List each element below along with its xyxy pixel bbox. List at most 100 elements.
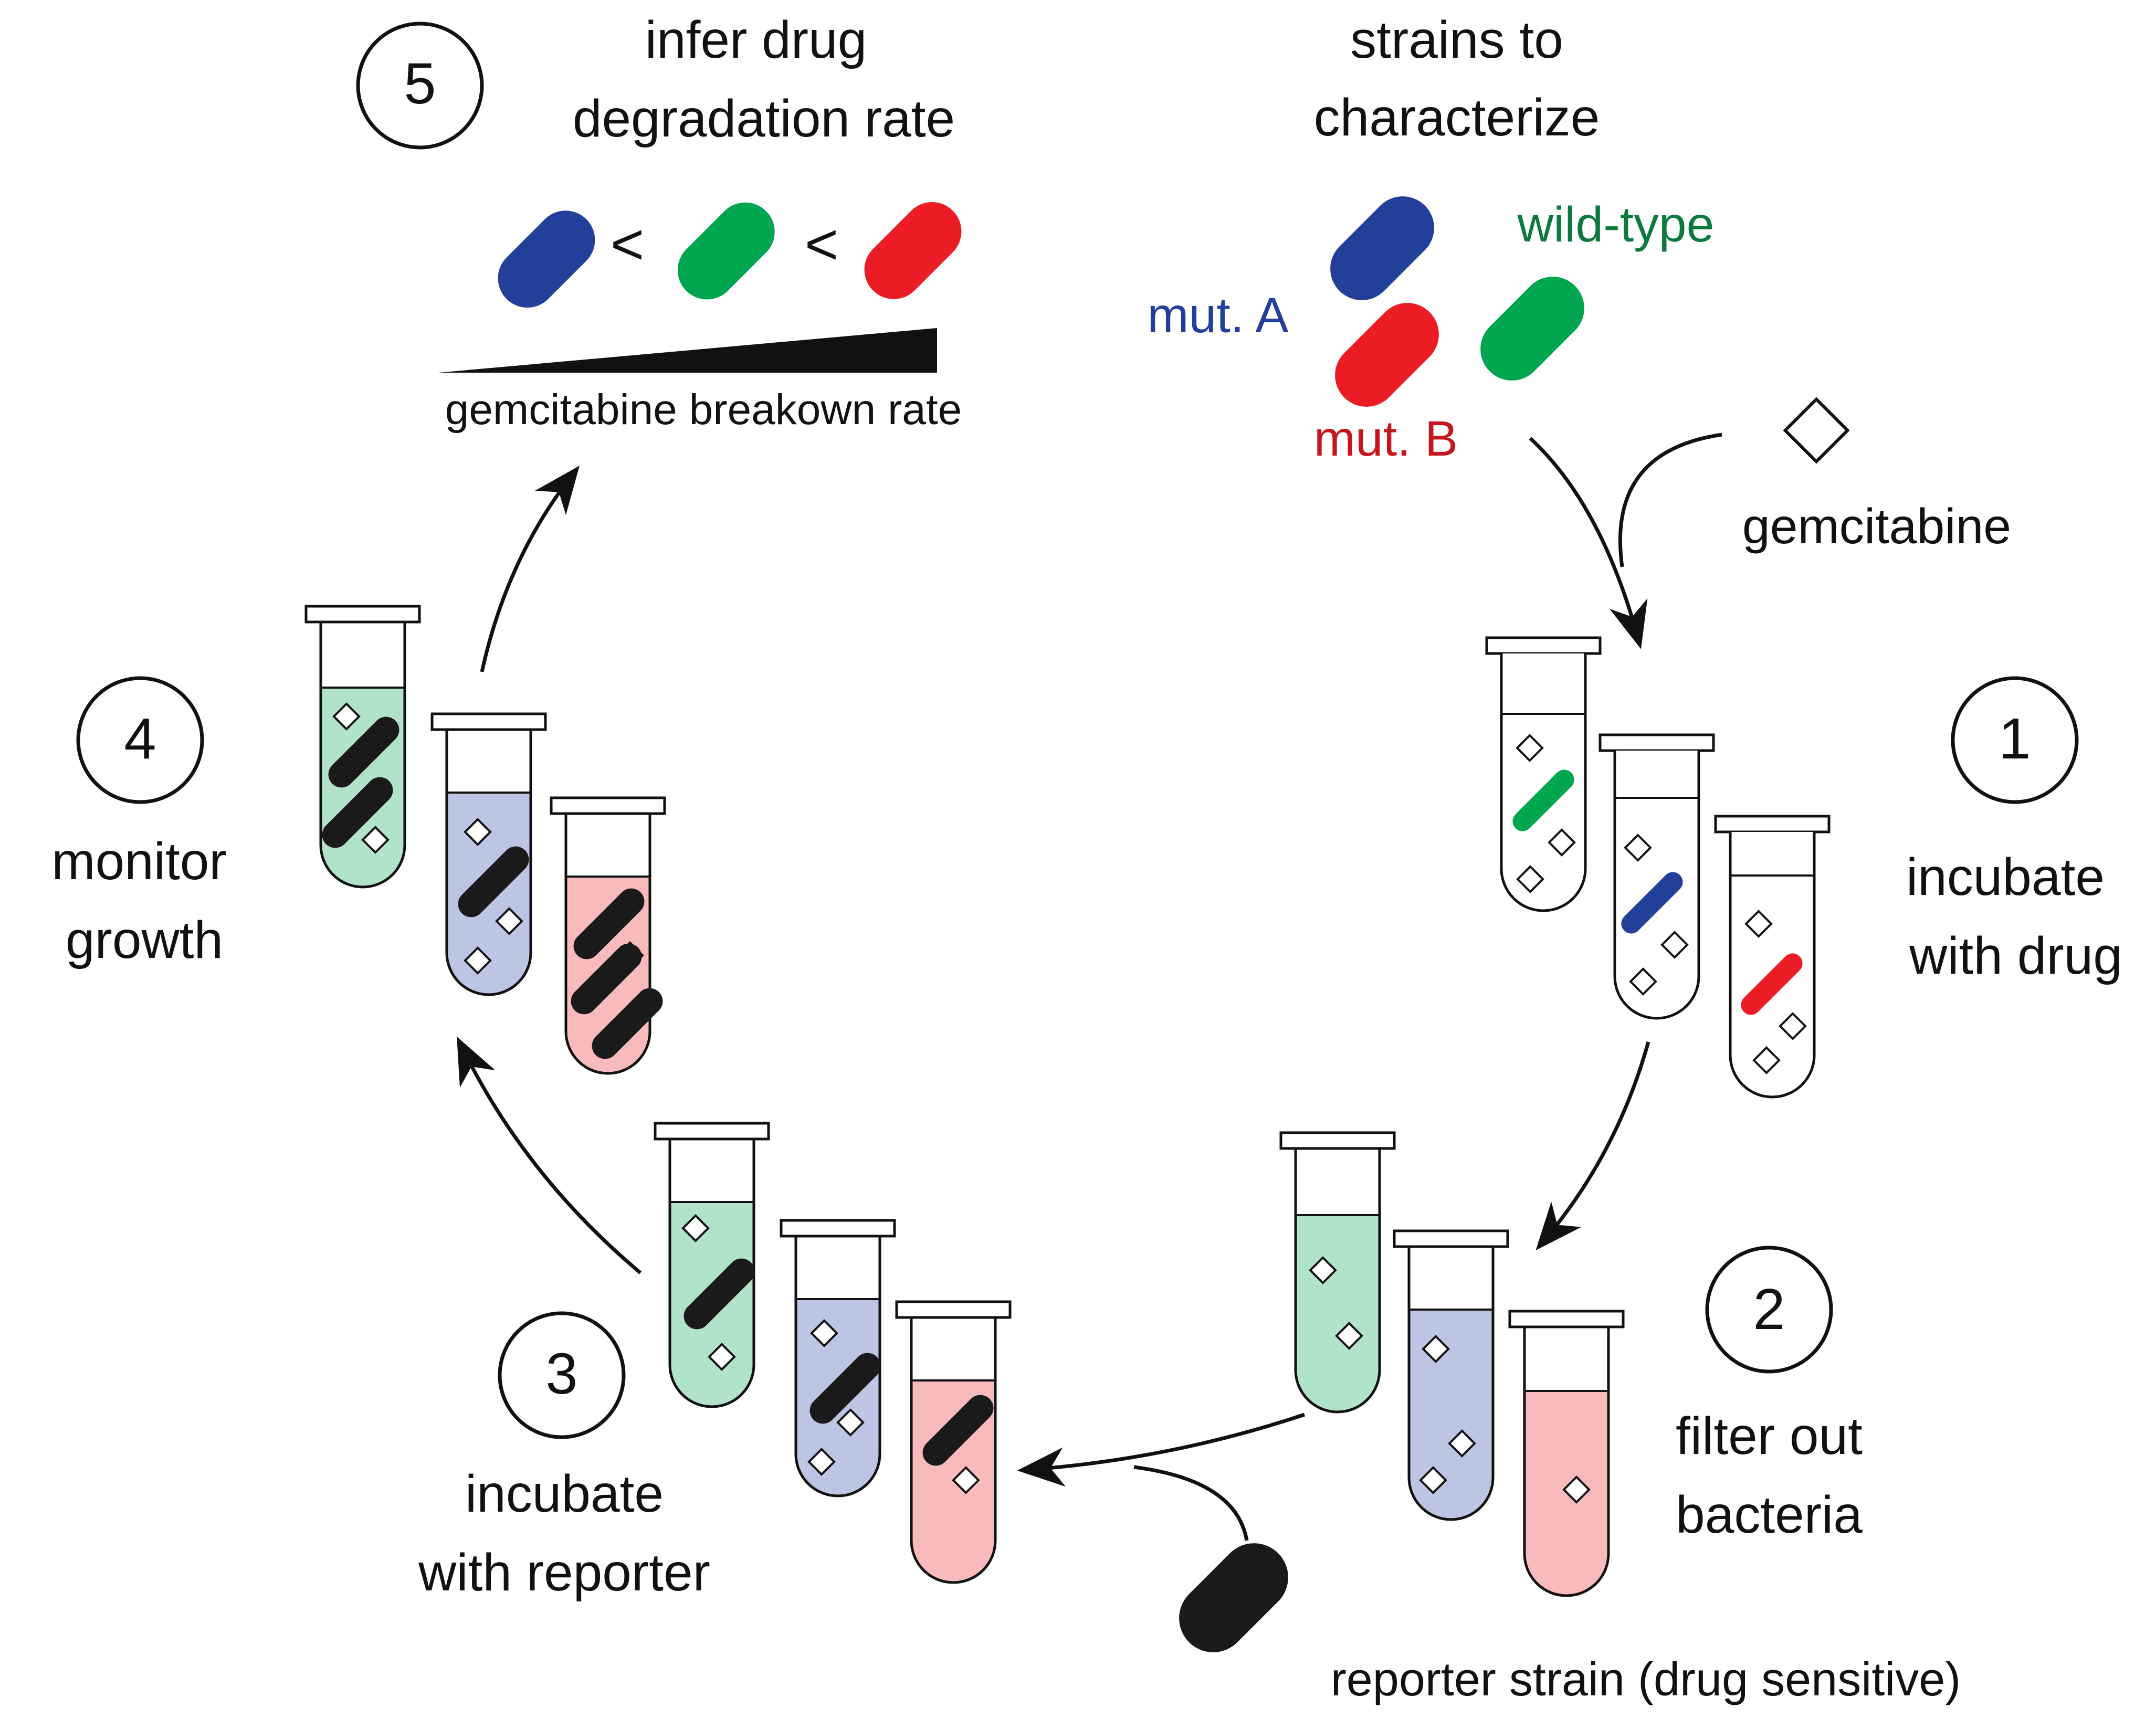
green-bacterium xyxy=(1512,769,1574,831)
step-5-number: 5 xyxy=(404,51,436,116)
green-bacterium-ranked xyxy=(677,202,775,300)
tube-step-3-green xyxy=(654,1122,770,1408)
tube-step-1-green xyxy=(1485,636,1602,912)
black-bacterium xyxy=(683,1258,755,1330)
diamond-icon xyxy=(810,1319,838,1347)
gemcitabine-label: gemcitabine xyxy=(1742,499,2011,554)
wild-type-bacterium xyxy=(1480,277,1584,381)
black-bacterium xyxy=(458,846,529,917)
step-1-circle xyxy=(1951,676,2079,804)
blue-bacterium xyxy=(1621,872,1683,934)
diamond-icon xyxy=(807,1448,836,1476)
arrow-step-4-to-step-5 xyxy=(480,466,580,672)
diamond-icon xyxy=(464,818,492,846)
tube-step-2-blue xyxy=(1393,1229,1509,1521)
diamond-icon xyxy=(1660,931,1689,959)
arrow-reporter-merge xyxy=(1133,1465,1249,1541)
mut-a-label: mut. A xyxy=(1147,288,1289,343)
mut-b-label: mut. B xyxy=(1314,411,1458,467)
black-bacterium xyxy=(322,777,393,848)
gemcitabine-group: gemcitabine xyxy=(1742,397,2011,554)
step-3-label-line-2: with reporter xyxy=(418,1543,710,1602)
black-bacterium xyxy=(809,1353,881,1424)
diamond-icon xyxy=(1335,1322,1363,1350)
blue-bacterium-ranked xyxy=(498,210,595,308)
cycle-arrows xyxy=(457,433,1722,1541)
diamond-icon xyxy=(1448,1429,1476,1458)
step-3-number: 3 xyxy=(545,1342,577,1406)
wild-type-label: wild-type xyxy=(1517,197,1715,252)
red-bacterium-ranked xyxy=(864,202,962,299)
mut-a-bacterium xyxy=(1330,196,1434,300)
diamond-icon xyxy=(1779,1012,1807,1040)
step-2-number: 2 xyxy=(1753,1277,1785,1342)
step-1-label-line-2: with drug xyxy=(1909,926,2122,985)
step-2-group: 2 filter out bacteria xyxy=(1279,1131,1863,1597)
mut-b-bacterium xyxy=(1335,303,1439,407)
strains-title-line-1: strains to xyxy=(1350,10,1563,69)
step-1-group: 1 incubate with drug xyxy=(1485,636,2122,1099)
step-3-circle xyxy=(498,1311,626,1439)
tube-step-2-green xyxy=(1279,1131,1396,1414)
diamond-icon xyxy=(1309,1256,1337,1284)
step-4-label-line-1: monitor xyxy=(51,832,226,891)
diamond-icon xyxy=(1562,1475,1591,1504)
black-bacterium xyxy=(592,988,663,1059)
tube-step-3-red xyxy=(895,1300,1012,1584)
diamond-icon xyxy=(1516,865,1544,893)
gemcitabine-diamond-icon xyxy=(1783,397,1850,464)
step-5-group: 5 infer drug degradation rate < < gemcit… xyxy=(356,10,962,434)
diamond-icon xyxy=(464,946,492,975)
step-1-label-line-1: incubate xyxy=(1906,848,2105,906)
arrow-step-2-to-step-3 xyxy=(1017,1412,1306,1487)
step-3-label-line-1: incubate xyxy=(465,1464,664,1523)
tube-step-4-blue xyxy=(430,712,547,996)
diamond-icon xyxy=(1624,834,1652,862)
tube-step-4-red xyxy=(550,796,666,1075)
diamond-icon xyxy=(495,907,523,935)
diamond-icon xyxy=(681,1214,710,1242)
black-bacterium xyxy=(328,716,399,788)
red-bacterium xyxy=(1741,953,1803,1015)
diamond-icon xyxy=(708,1343,736,1371)
step-2-label-line-2: bacteria xyxy=(1676,1485,1863,1544)
arrow-step-3-to-step-4 xyxy=(457,1036,642,1274)
step-4-label-line-2: growth xyxy=(66,911,223,969)
diamond-icon xyxy=(332,702,361,731)
strains-group: strains to characterize mut. A wild-type… xyxy=(1147,10,1714,467)
step-5-label-line-1: infer drug xyxy=(645,10,867,69)
step-2-label-line-1: filter out xyxy=(1676,1407,1863,1465)
step-5-circle xyxy=(356,22,484,150)
diamond-icon xyxy=(952,1466,980,1494)
black-bacterium xyxy=(922,1395,994,1466)
arrow-step-1-to-step-2 xyxy=(1536,1041,1650,1251)
step-5-label-line-2: degradation rate xyxy=(573,89,955,148)
diamond-icon xyxy=(1419,1466,1447,1494)
arrow-drug-merge xyxy=(1618,433,1722,567)
tube-step-1-blue xyxy=(1598,733,1715,1020)
diamond-icon xyxy=(1629,967,1657,996)
tube-step-2-red xyxy=(1508,1310,1625,1597)
tube-step-4-green xyxy=(304,605,421,889)
step-2-circle xyxy=(1705,1246,1833,1374)
tube-step-3-blue xyxy=(780,1219,896,1497)
strains-title-line-2: characterize xyxy=(1314,88,1600,147)
breakdown-rate-wedge xyxy=(438,328,937,373)
diamond-icon xyxy=(1422,1335,1450,1363)
less-than-symbol-1: < xyxy=(611,212,644,277)
step-4-group: 4 monitor growth xyxy=(51,605,666,1075)
step-3-group: 3 incubate with reporter xyxy=(418,1122,1012,1602)
step-4-circle xyxy=(76,676,204,804)
diamond-icon xyxy=(361,826,390,854)
step-4-number: 4 xyxy=(124,706,156,771)
reporter-bacterium xyxy=(1179,1543,1288,1652)
arrow-strains-to-step-1 xyxy=(1529,437,1648,649)
tube-step-1-red xyxy=(1714,815,1831,1099)
breakdown-rate-label: gemcitabine breakown rate xyxy=(445,386,962,434)
diamond-icon xyxy=(1548,828,1576,857)
less-than-symbol-2: < xyxy=(805,212,838,277)
diamond-icon xyxy=(1744,910,1773,938)
reporter-group: reporter strain (drug sensitive) xyxy=(1179,1543,1961,1706)
diamond-icon xyxy=(836,1408,865,1437)
